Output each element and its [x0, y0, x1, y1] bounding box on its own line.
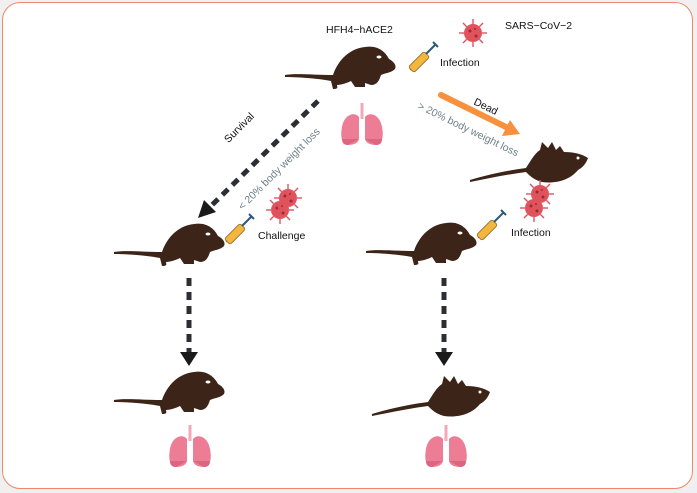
lungs-icon	[425, 425, 467, 467]
virus-icon	[525, 179, 555, 209]
infection-label-top: Infection	[440, 57, 480, 69]
mouse-icon	[114, 371, 225, 414]
challenge-label: Challenge	[258, 230, 306, 242]
virus-icon	[458, 18, 488, 48]
diagram-frame	[2, 2, 693, 489]
syringe-icon	[407, 41, 439, 74]
dead-arrow	[438, 92, 520, 136]
syringe-icon	[475, 209, 507, 242]
left-down-arrow	[180, 278, 198, 366]
virus-label: SARS−CoV−2	[505, 20, 573, 32]
virus-icon	[273, 183, 303, 213]
lungs-icon	[341, 103, 383, 145]
dead-mouse-icon	[372, 376, 490, 417]
mouse-icon	[366, 222, 477, 265]
lungs-icon	[169, 425, 211, 467]
mouse-icon	[114, 223, 225, 266]
syringe-icon	[223, 213, 255, 246]
survival-arrow	[198, 99, 320, 218]
dead-mouse-icon	[470, 142, 588, 183]
right-down-arrow	[435, 278, 453, 366]
model-label: HFH4−hACE2	[326, 24, 393, 36]
mouse-icon	[285, 46, 396, 89]
infection-label-right: Infection	[511, 227, 551, 239]
